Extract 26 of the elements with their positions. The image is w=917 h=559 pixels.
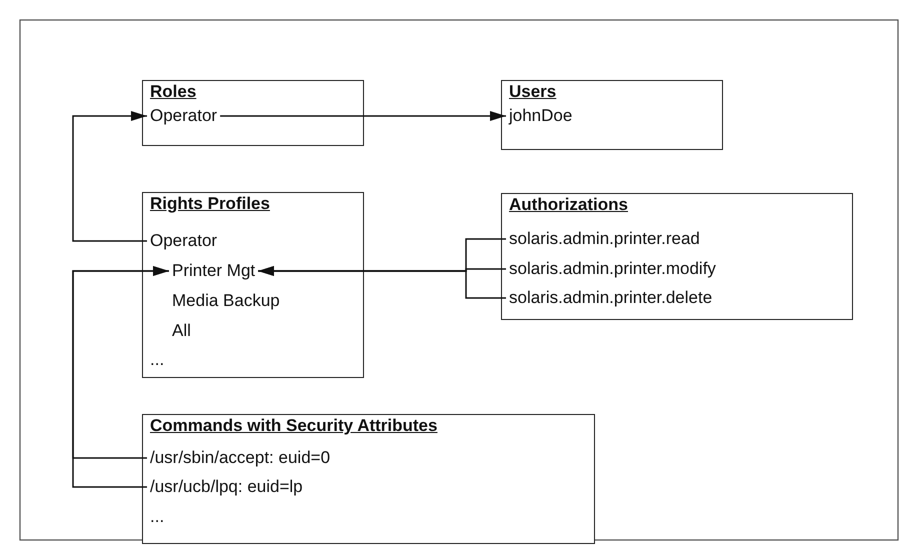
- box-heading: Authorizations: [509, 195, 628, 215]
- list-box: [142, 414, 595, 544]
- list-box: [142, 192, 364, 378]
- list-item: All: [172, 321, 191, 341]
- arrow: [72, 111, 147, 242]
- box-heading: Commands with Security Attributes: [150, 416, 438, 436]
- list-item: ...: [150, 507, 164, 527]
- box-heading: Rights Profiles: [150, 194, 270, 214]
- list-item: Printer Mgt: [172, 261, 256, 281]
- list-item: ...: [150, 350, 164, 370]
- list-item: Operator: [150, 106, 218, 126]
- list-item: Media Backup: [172, 291, 280, 311]
- list-item: Operator: [150, 231, 218, 251]
- list-item: solaris.admin.printer.delete: [509, 288, 712, 308]
- list-item: /usr/sbin/accept: euid=0: [150, 448, 330, 468]
- box-heading: Users: [509, 82, 556, 102]
- arrow: [220, 111, 507, 121]
- list-item: /usr/ucb/lpq: euid=lp: [150, 477, 303, 497]
- list-item: solaris.admin.printer.read: [509, 229, 700, 249]
- arrow: [258, 266, 506, 299]
- box-heading: Roles: [150, 82, 196, 102]
- list-box: [501, 193, 853, 320]
- list-item: solaris.admin.printer.modify: [509, 259, 716, 279]
- list-item: johnDoe: [509, 106, 572, 126]
- list-box: [501, 80, 723, 150]
- list-box: [142, 80, 364, 146]
